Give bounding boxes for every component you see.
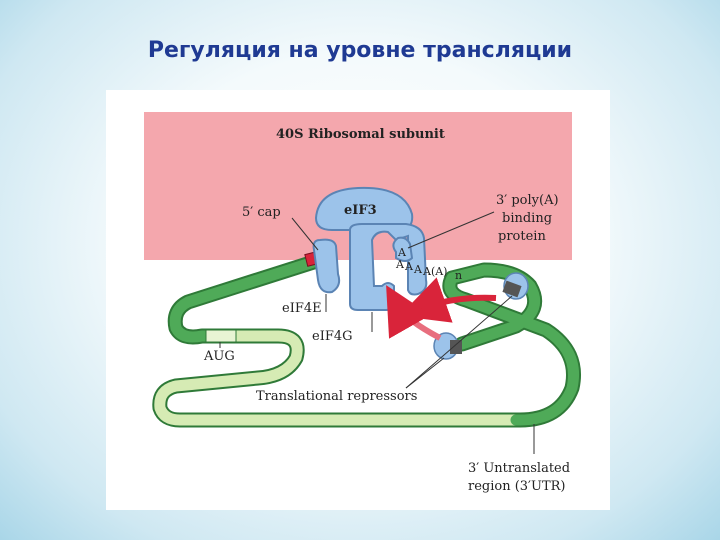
leader-lines <box>219 211 535 454</box>
slide-title: Регуляция на уровне трансляции <box>147 38 573 63</box>
aug-label: AUG <box>203 349 235 364</box>
polya-letter-1: A <box>397 246 407 259</box>
polya-tail-label: A A A A A(A) n <box>395 246 462 282</box>
ribosome-label: 40S Ribosomal subunit <box>276 127 445 142</box>
polya-letter-2: A <box>395 258 405 271</box>
polya-binding-label-line1: 3′ poly(A) <box>496 193 559 208</box>
interaction-arrow-lower <box>386 285 442 341</box>
figure-panel: 40S Ribosomal subunit eIF3 5′ cap 3′ pol… <box>106 90 610 510</box>
polya-letter-4: A <box>413 263 423 276</box>
cap-label: 5′ cap <box>242 205 281 220</box>
aug-marker <box>205 329 237 343</box>
polya-binding-label-line3: protein <box>498 229 546 244</box>
utr-label-line2: region (3′UTR) <box>468 479 566 494</box>
translation-regulation-diagram: 40S Ribosomal subunit eIF3 5′ cap 3′ pol… <box>144 112 581 494</box>
eif4e-label: eIF4E <box>282 301 322 316</box>
repressor-binding-site-lower <box>450 340 462 354</box>
eif3-complex <box>314 186 414 231</box>
polya-binding-protein <box>392 236 414 262</box>
eif3-label: eIF3 <box>344 203 377 218</box>
polya-letter-3: A <box>404 260 414 273</box>
polya-subscript: n <box>455 269 462 282</box>
utr-label-line1: 3′ Untranslated <box>468 461 570 476</box>
repressor-binding-site-upper <box>502 280 522 298</box>
eif4g-label: eIF4G <box>312 329 353 344</box>
mrna-strand <box>152 252 581 428</box>
eif4e-protein <box>312 238 341 294</box>
polya-letter-5: A(A) <box>422 265 447 278</box>
repressors-label: Translational repressors <box>256 389 417 404</box>
polya-binding-label-line2: binding <box>502 211 552 226</box>
